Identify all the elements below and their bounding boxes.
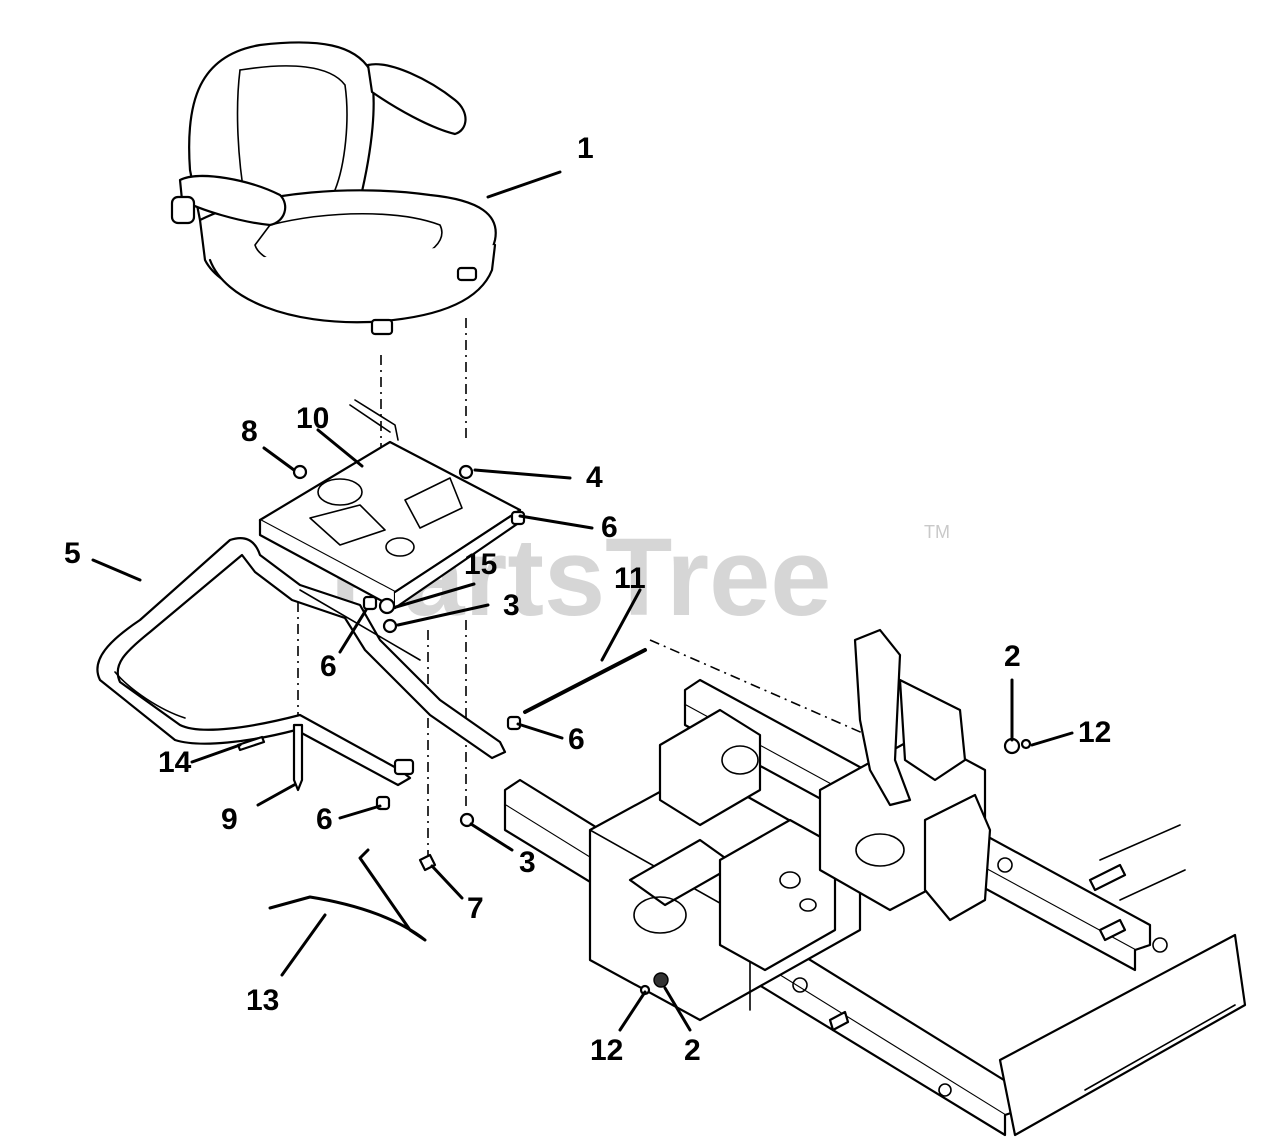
callout-2b: 2 [684, 1034, 701, 1067]
screw-14 [236, 735, 266, 752]
rod [523, 648, 647, 714]
washer-3a [382, 618, 398, 634]
nut-2b [653, 972, 669, 988]
seat [170, 41, 497, 336]
callout-2a: 2 [1004, 640, 1021, 673]
nut-8 [292, 464, 308, 480]
frame [503, 628, 1247, 1137]
callout-labels: 1 10 8 4 6 5 15 3 6 11 2 12 6 14 9 6 3 7… [64, 132, 1111, 1067]
callout-1: 1 [577, 132, 594, 165]
callout-13: 13 [246, 984, 279, 1017]
callout-6b: 6 [320, 650, 337, 683]
callout-8: 8 [241, 415, 258, 448]
bushing-6a [510, 510, 526, 526]
callout-6c: 6 [568, 723, 585, 756]
callout-14: 14 [158, 746, 192, 779]
bushing-6c [506, 715, 522, 731]
callout-6a: 6 [601, 511, 618, 544]
callout-9: 9 [221, 803, 238, 836]
callout-3b: 3 [519, 846, 536, 879]
wire [268, 848, 427, 942]
callout-4: 4 [586, 461, 603, 494]
bushing-6b [362, 595, 378, 611]
callout-10: 10 [296, 402, 329, 435]
callout-5: 5 [64, 537, 81, 570]
callout-15: 15 [464, 548, 497, 581]
callout-12a: 12 [1078, 716, 1111, 749]
washer-12a [1020, 738, 1032, 750]
washer-15 [378, 597, 396, 615]
bolt-9 [292, 723, 304, 792]
seat-rail [96, 537, 507, 787]
callout-7: 7 [467, 892, 484, 925]
callout-3a: 3 [503, 589, 520, 622]
leader-lines [91, 170, 1074, 1032]
watermark-trademark: TM [924, 522, 950, 542]
callout-6d: 6 [316, 803, 333, 836]
callout-11: 11 [614, 562, 646, 595]
nut-4 [458, 464, 474, 480]
callout-12b: 12 [590, 1034, 623, 1067]
